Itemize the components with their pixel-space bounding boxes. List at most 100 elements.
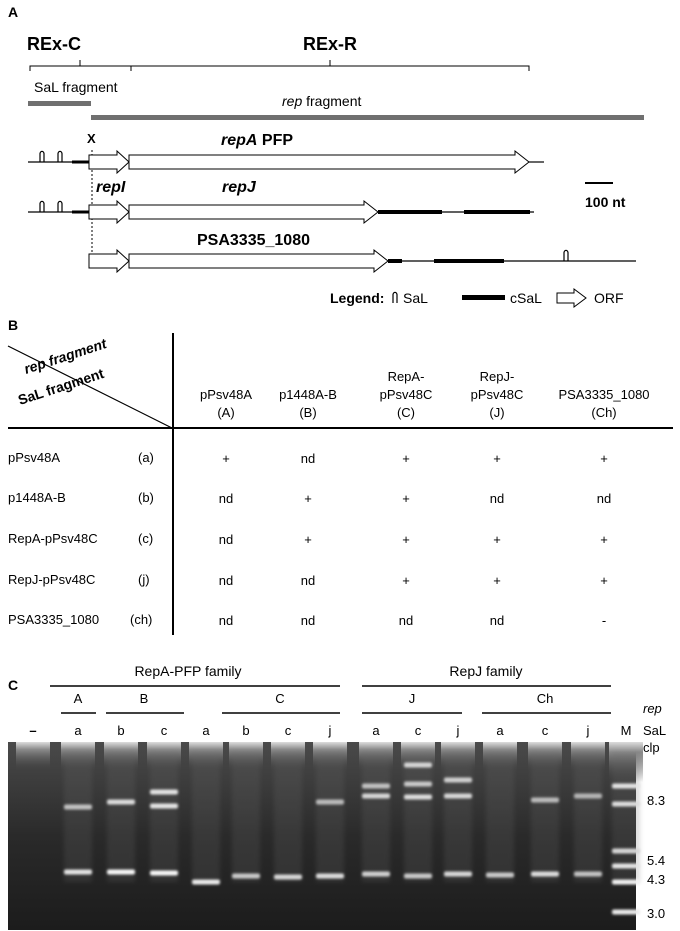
rex-r-bracket (130, 60, 530, 71)
svg-text:pPsv48A: pPsv48A (200, 387, 252, 402)
lane-label: c (542, 723, 549, 738)
gel-band (612, 879, 640, 885)
svg-text:RepJ-pPsv48C: RepJ-pPsv48C (8, 572, 95, 587)
marker-3-0: 3.0 (647, 906, 665, 921)
lane-label: c (415, 723, 422, 738)
legend-orf-label: ORF (594, 290, 624, 306)
gel-lane-smear (362, 752, 390, 882)
svg-text:nd: nd (301, 573, 315, 588)
lane-label: c (161, 723, 168, 738)
legend-csal-label: cSaL (510, 290, 542, 306)
lane-label: a (372, 723, 380, 738)
gel-band (64, 869, 92, 875)
svg-text:(J): (J) (489, 405, 504, 420)
marker-5-4: 5.4 (647, 853, 665, 868)
svg-text:(A): (A) (217, 405, 234, 420)
gel-band (107, 869, 135, 875)
svg-text:PSA3335_1080: PSA3335_1080 (558, 387, 649, 402)
svg-text:nd: nd (490, 613, 504, 628)
svg-text:+: + (600, 451, 608, 466)
lane-label: j (456, 723, 460, 738)
svg-text:nd: nd (301, 613, 315, 628)
rep-fragment-label: rep fragment (282, 93, 361, 109)
gel-band (612, 863, 640, 869)
gel-band (64, 804, 92, 810)
lane-label: M (621, 723, 632, 738)
lane-label: a (202, 723, 210, 738)
gel-lane-smear (316, 752, 344, 882)
lane-label: a (496, 723, 504, 738)
rep-axis-label: rep (643, 701, 662, 716)
construct-repj: repI repJ (28, 179, 534, 225)
svg-text:J: J (409, 691, 416, 706)
repa-pfp-label: repA PFP (221, 132, 293, 149)
gel-band (612, 783, 640, 789)
x-site-label: X (87, 131, 96, 146)
svg-text:A: A (74, 691, 83, 706)
svg-text:(a): (a) (138, 450, 154, 465)
marker-clp: clp (643, 740, 660, 755)
svg-text:+: + (600, 573, 608, 588)
construct-psa3335: PSA3335_1080 (88, 232, 636, 274)
svg-text:+: + (222, 451, 230, 466)
sal-hairpin-icon (39, 200, 63, 212)
gel-band (362, 871, 390, 877)
svg-text:nd: nd (219, 491, 233, 506)
svg-text:+: + (600, 532, 608, 547)
legend-sal-icon (392, 291, 398, 303)
svg-text:+: + (493, 573, 501, 588)
psa-orf-label: PSA3335_1080 (197, 232, 310, 249)
gel-band (150, 803, 178, 809)
svg-text:nd: nd (219, 573, 233, 588)
gel-band (486, 872, 514, 878)
gel-lane-smear (444, 752, 472, 882)
gel-band (444, 871, 472, 877)
column-header: RepA- pPsv48C (C) (380, 369, 433, 420)
table-rows: pPsv48A (a) + nd + + + p1448A-B (b) nd +… (8, 450, 611, 628)
svg-text:(C): (C) (397, 405, 415, 420)
gel-band (150, 789, 178, 795)
svg-text:PSA3335_1080: PSA3335_1080 (8, 612, 99, 627)
svg-text:(j): (j) (138, 572, 150, 587)
svg-text:(ch): (ch) (130, 612, 152, 627)
gel-lane-smear (150, 752, 178, 882)
svg-text:+: + (402, 491, 410, 506)
svg-text:(B): (B) (299, 405, 316, 420)
gel-lane-smear (612, 752, 640, 882)
scale-bar-label: 100 nt (585, 194, 626, 210)
family-repj-label: RepJ family (449, 663, 522, 679)
svg-text:RepJ-: RepJ- (480, 369, 515, 384)
panel-a: A REx-C REx-R SaL fragment rep fragment … (8, 4, 644, 308)
gel-band (612, 801, 640, 807)
gel-band (404, 873, 432, 879)
sal-axis-label: SaL (643, 723, 666, 738)
gel-band (362, 783, 390, 789)
svg-text:+: + (493, 532, 501, 547)
legend-title: Legend: (330, 290, 384, 306)
gel-lane-smear (107, 752, 135, 882)
gel-band (107, 799, 135, 805)
svg-text:Ch: Ch (537, 691, 554, 706)
corner-diagonal (7, 345, 173, 429)
sal-fragment-label: SaL fragment (34, 79, 118, 95)
gel-lane-smear (574, 752, 602, 882)
svg-text:p1448A-B: p1448A-B (279, 387, 337, 402)
lane-label: b (242, 723, 249, 738)
panel-b-label: B (8, 317, 18, 333)
lane-label: j (328, 723, 332, 738)
gel-band (232, 873, 260, 879)
repi-orf-arrow (88, 149, 130, 175)
panel-a-label: A (8, 4, 18, 20)
column-header: PSA3335_1080 (Ch) (558, 387, 649, 420)
gel-band (274, 874, 302, 880)
csal-segment (378, 210, 442, 214)
rex-c-label: REx-C (27, 34, 81, 54)
table-row: p1448A-B (b) nd + + nd nd (8, 490, 611, 506)
gel-well (16, 742, 50, 772)
gel-band (316, 799, 344, 805)
repi-orf-arrow (88, 199, 130, 225)
svg-text:(Ch): (Ch) (591, 405, 616, 420)
gel-band (192, 879, 220, 885)
legend-csal-icon (462, 295, 505, 300)
